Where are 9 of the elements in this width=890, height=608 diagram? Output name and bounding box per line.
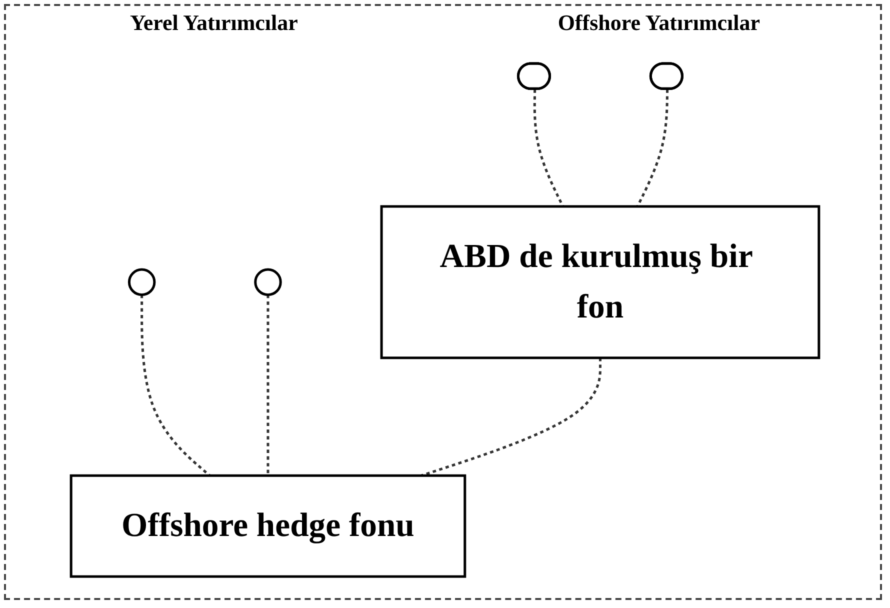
node-circle [128,268,156,296]
node-box: ABD de kurulmuş bir fon [380,205,820,360]
connector [420,358,602,477]
group-label: Offshore Yatırımcılar [558,10,760,36]
connector [266,294,270,476]
node-box: Offshore hedge fonu [70,474,466,578]
connector [140,294,211,477]
node-circle [254,268,282,296]
group-label: Yerel Yatırımcılar [130,10,298,36]
